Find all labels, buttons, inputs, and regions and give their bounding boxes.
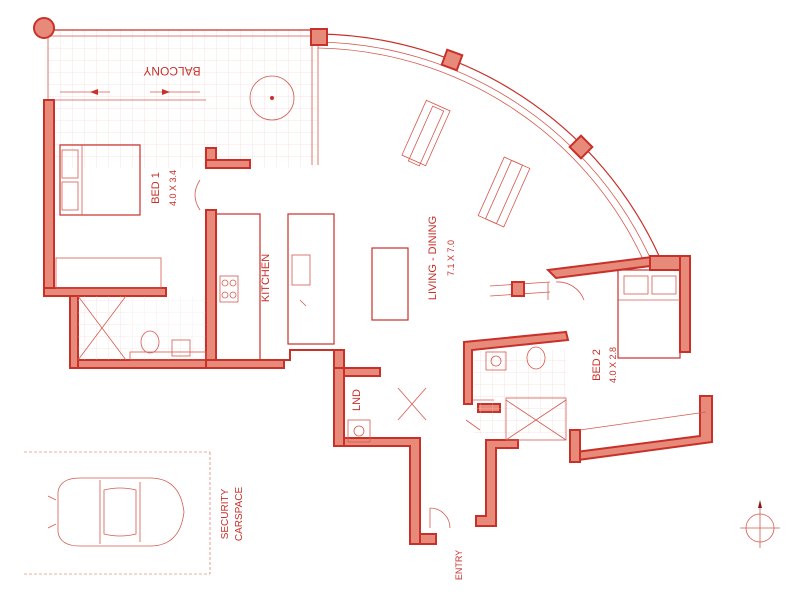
carspace-line2: CARSPACE: [234, 487, 245, 542]
living-name: LIVING - DINING: [427, 216, 439, 300]
laundry-label: LND: [351, 389, 363, 411]
carspace: SECURITY CARSPACE: [24, 451, 245, 575]
carspace-line1: SECURITY: [220, 488, 231, 539]
kitchen-label: KITCHEN: [260, 254, 272, 302]
bathroom-2: [463, 330, 570, 441]
kitchen-area: KITCHEN: [215, 213, 409, 361]
toilet-icon: [526, 346, 546, 370]
bed1-size: 4.0 X 3.4: [168, 170, 178, 206]
sofa-1: [401, 99, 451, 167]
sofa-2: [477, 156, 531, 228]
entry-label: ENTRY: [454, 550, 464, 580]
bed1-bed: [59, 144, 141, 216]
balcony-table: [249, 75, 295, 121]
bathroom-1: [69, 295, 211, 369]
bed2-name: BED 2: [591, 349, 603, 381]
corridor: ENTRY: [205, 349, 519, 580]
toilet-icon: [140, 330, 160, 354]
bed2-bed: [617, 269, 681, 359]
north-arrow-icon: [740, 500, 780, 548]
laundry-room: LND: [343, 367, 427, 443]
living-size: 7.1 X 7.0: [446, 240, 456, 276]
balcony-column: [33, 17, 55, 39]
balcony-label: BALCONY: [143, 64, 200, 78]
bed2-size: 4.0 X 2.8: [608, 347, 618, 383]
car-icon: [47, 477, 185, 547]
bed1-name: BED 1: [150, 172, 162, 204]
bed2-room: BED 2 4.0 X 2.8: [545, 255, 713, 463]
curved-facade: [310, 28, 661, 267]
living-dining: LIVING - DINING 7.1 X 7.0: [401, 99, 551, 300]
